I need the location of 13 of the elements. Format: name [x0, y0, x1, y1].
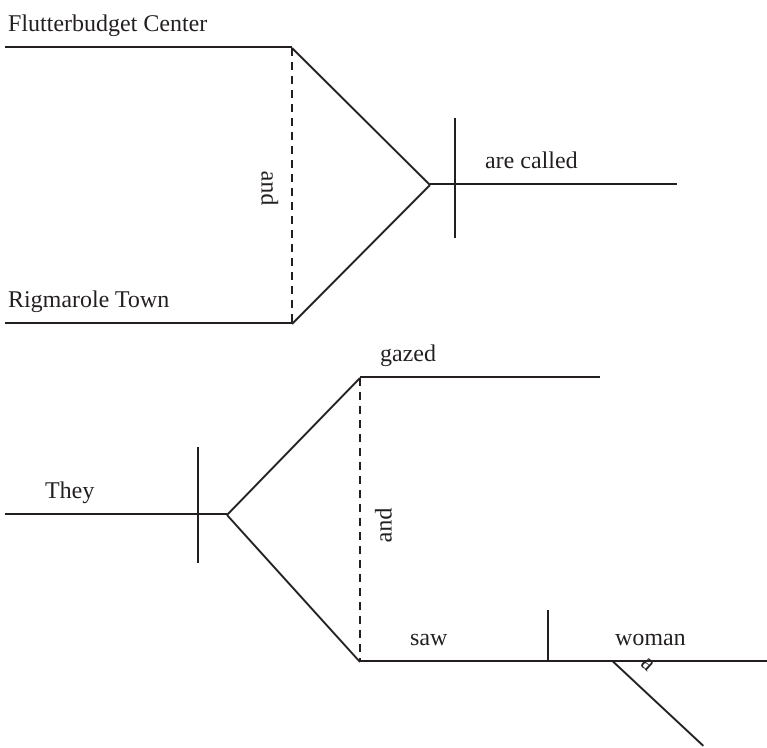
word: Rigmarole Town — [8, 288, 170, 312]
word: are called — [485, 149, 578, 173]
word: Flutterbudget Center — [8, 12, 208, 36]
word: saw — [410, 626, 448, 650]
dashed-line — [359, 378, 361, 662]
diagram-line — [291, 47, 431, 186]
word: They — [45, 479, 94, 503]
word: woman — [615, 626, 686, 650]
diagram-line — [291, 184, 431, 325]
diagram-line — [226, 514, 361, 663]
diagram-line — [226, 377, 361, 516]
word: gazed — [380, 342, 436, 366]
dashed-line — [291, 48, 293, 324]
